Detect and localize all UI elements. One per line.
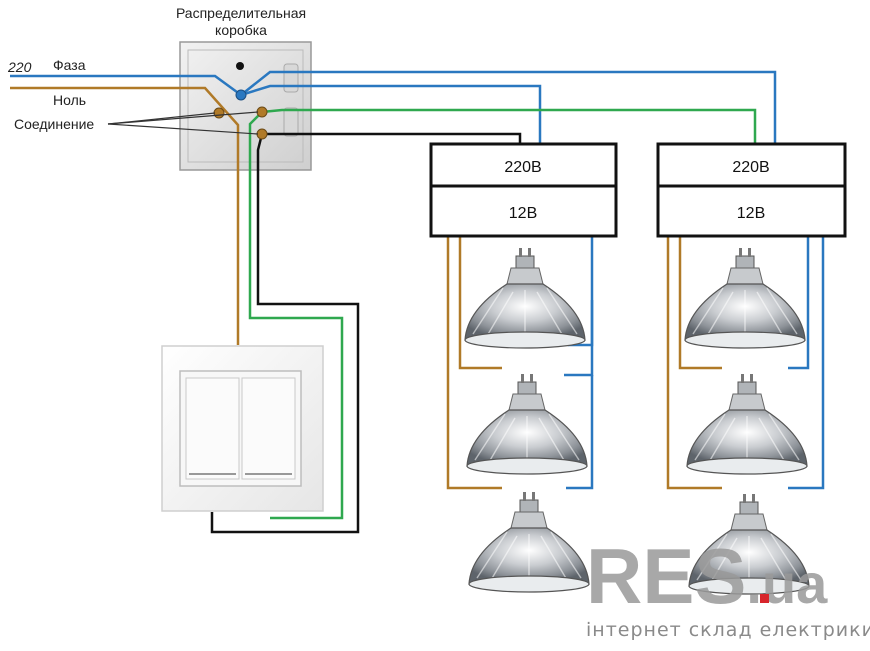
transformer-1-input-label: 220В — [504, 159, 541, 176]
transformer-2-output-label: 12В — [737, 205, 765, 222]
transformer-2-input-label: 220В — [732, 159, 769, 176]
black-wires — [210, 132, 522, 534]
connection-label: Соединение — [14, 116, 94, 132]
watermark-accent-square — [760, 594, 769, 603]
voltage-label: 220 — [7, 59, 32, 75]
junction-box — [179, 41, 312, 171]
halogen-lamp-icon — [468, 491, 590, 593]
halogen-lamp-icon — [686, 373, 808, 475]
transformer-2: 220В 12В — [656, 142, 847, 238]
transformer-1: 220В 12В — [429, 142, 618, 238]
watermark-tagline: інтернет склад електрики — [586, 619, 870, 641]
green-wires — [248, 108, 757, 520]
halogen-lamp-icon — [466, 373, 588, 475]
neutral-wires — [10, 86, 722, 490]
watermark: RES.ua інтернет склад електрики — [586, 532, 870, 641]
connection-pointers — [107, 111, 259, 135]
phase-label: Фаза — [53, 57, 86, 73]
double-switch — [161, 345, 324, 512]
junction-box-title-line2: коробка — [215, 22, 267, 38]
neutral-label: Ноль — [53, 92, 86, 108]
phase-connection-dot — [235, 89, 247, 101]
neutral-connection-dot — [213, 107, 225, 119]
phase-wires — [10, 70, 825, 490]
junction-box-title-line1: Распределительная — [176, 5, 306, 21]
black-connection-dot — [256, 128, 268, 140]
halogen-lamp-icon — [684, 247, 806, 349]
halogen-lamp-icon — [464, 247, 586, 349]
watermark-brand: RES.ua — [586, 532, 828, 620]
transformer-1-output-label: 12В — [509, 205, 537, 222]
box-screw-icon — [236, 62, 244, 70]
green-connection-dot — [256, 106, 268, 118]
